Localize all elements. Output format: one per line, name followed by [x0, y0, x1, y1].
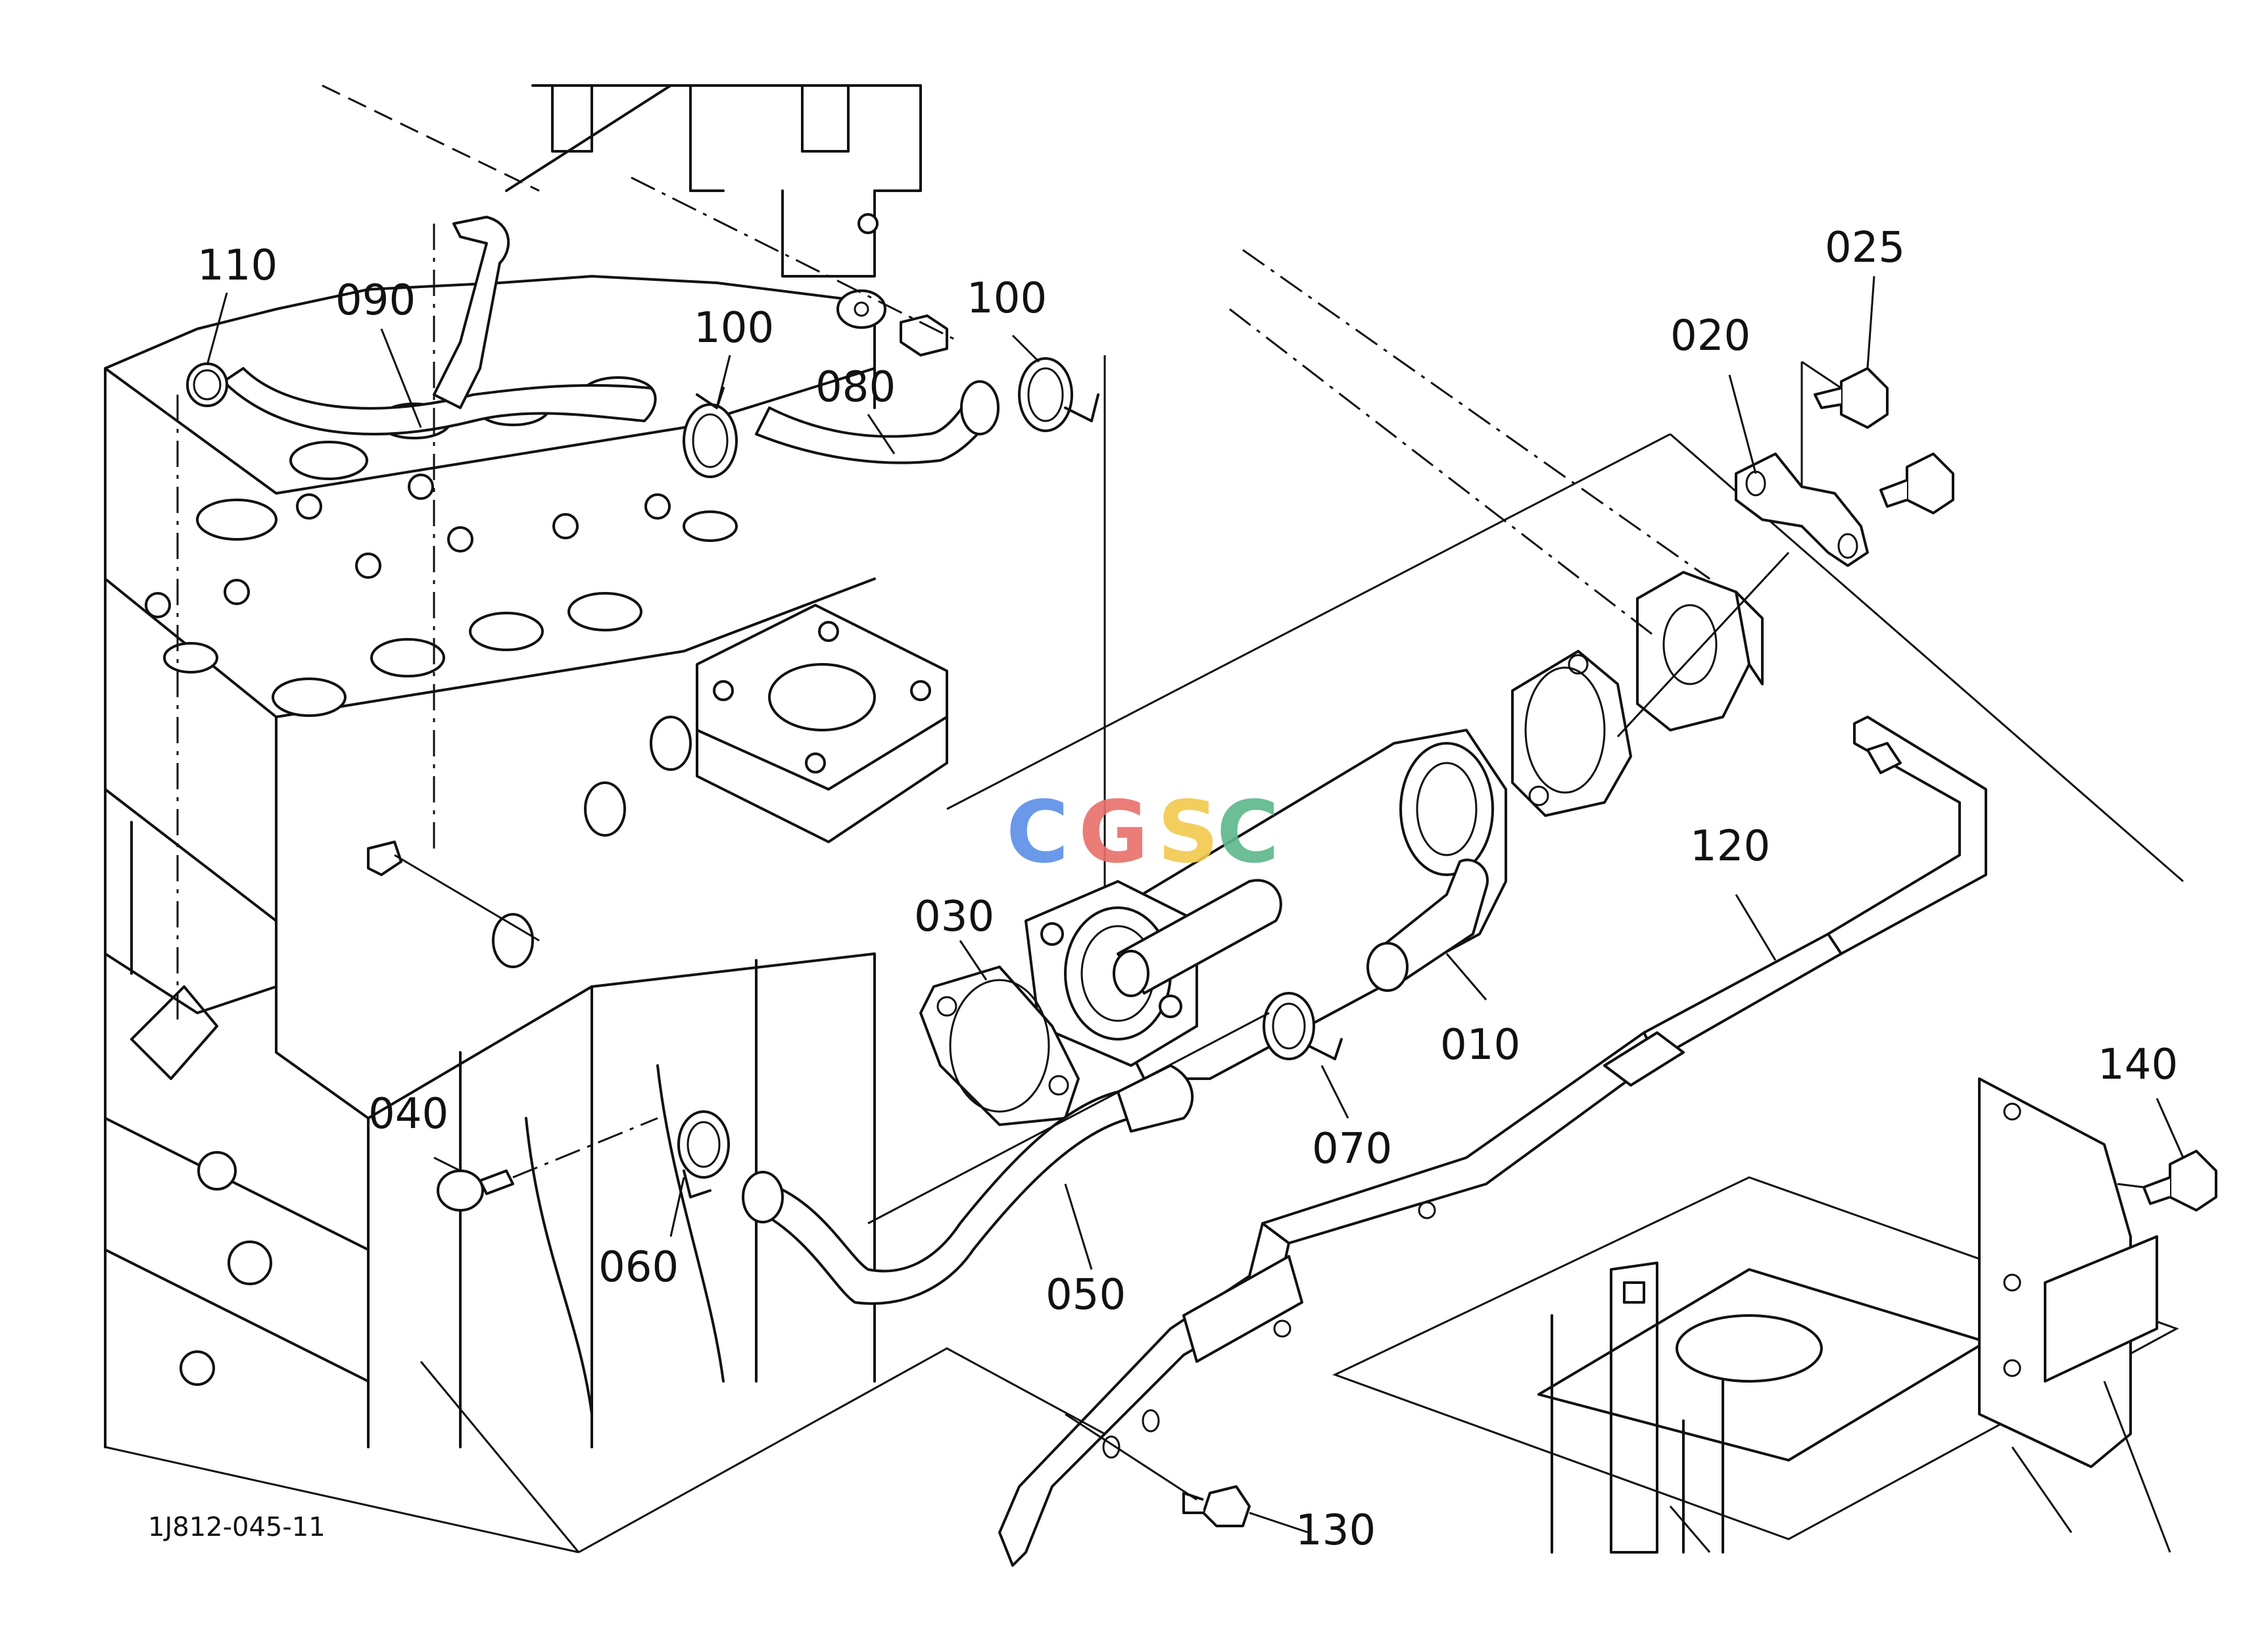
hose-clamp-100-right — [1018, 357, 1099, 432]
hose-080 — [755, 380, 1000, 464]
callout-110: 110 — [197, 241, 277, 290]
callout-030: 030 — [914, 893, 994, 941]
watermark-letter-3: S — [1157, 782, 1219, 882]
callout-080: 080 — [815, 363, 896, 412]
o-ring-110 — [186, 362, 228, 407]
bolt-140 — [2117, 1150, 2217, 1212]
hose-clamp-060 — [677, 1110, 730, 1198]
hose-clamp-100-left — [683, 387, 738, 478]
bracket-120 — [998, 716, 1987, 1567]
callout-050: 050 — [1046, 1271, 1126, 1319]
callout-leaders — [206, 276, 2184, 1270]
bolt-025 — [1800, 360, 1889, 487]
engine-stud-bolt — [367, 841, 540, 942]
bolt-near-bracket — [1879, 453, 1954, 514]
bolt-130 — [1065, 1413, 1309, 1534]
hose-090 — [222, 216, 657, 435]
watermark: C G S C — [1006, 782, 1279, 882]
nut-and-washer — [631, 176, 961, 356]
exhaust-manifold-flange — [492, 604, 948, 968]
callout-100-right: 100 — [967, 274, 1047, 323]
pipe-050 — [742, 1064, 1194, 1305]
egr-cooler-010 — [1025, 729, 1507, 1080]
gasket-outlet — [1511, 650, 1632, 817]
frame-bracket — [1332, 1077, 2179, 1554]
callout-060: 060 — [598, 1243, 679, 1292]
bolt-040 — [437, 1117, 658, 1212]
hose-clamp-070 — [867, 992, 1343, 1225]
watermark-letter-1: C — [1006, 782, 1069, 882]
callout-020: 020 — [1670, 312, 1750, 360]
callout-010: 010 — [1440, 1021, 1520, 1069]
watermark-letter-2: G — [1078, 782, 1149, 882]
callout-140: 140 — [2098, 1041, 2178, 1089]
callout-100-left: 100 — [694, 304, 774, 353]
callout-070: 070 — [1312, 1125, 1392, 1173]
watermark-letter-4: C — [1217, 782, 1279, 882]
callout-labels: 110 090 100 080 100 025 020 030 120 010 … — [148, 224, 2178, 1555]
callout-025: 025 — [1825, 224, 1905, 272]
egr-pipe-flange — [1636, 571, 1764, 731]
diagram-code: 1J812-045-11 — [148, 1512, 326, 1542]
callout-120: 120 — [1690, 822, 1770, 871]
callout-040: 040 — [368, 1090, 448, 1139]
callout-130: 130 — [1295, 1506, 1376, 1555]
callout-090: 090 — [335, 276, 416, 325]
